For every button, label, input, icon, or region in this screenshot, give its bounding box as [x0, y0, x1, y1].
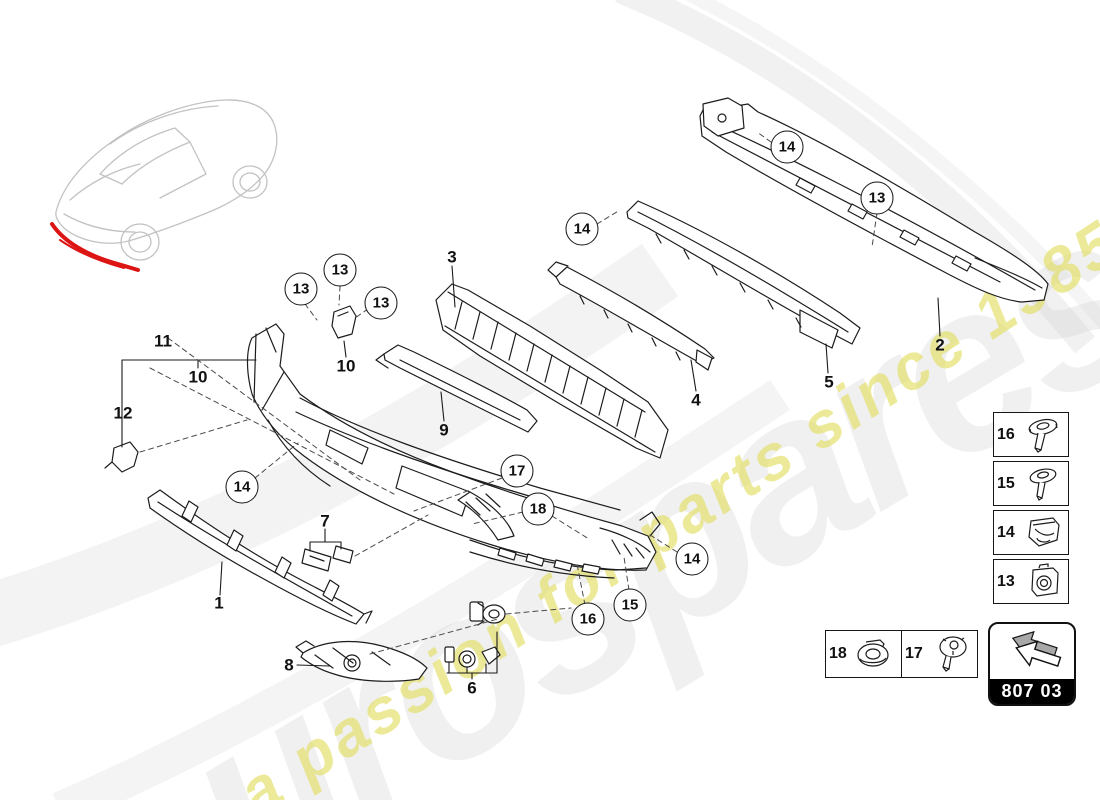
part-12-washer-cap[interactable] [104, 441, 139, 473]
callout-circle-13-d[interactable]: 13 [860, 181, 894, 215]
legend-item-15[interactable]: 15 [993, 461, 1069, 506]
callout-circle-14-b[interactable]: 14 [565, 212, 599, 246]
part-7-mounting-plates[interactable] [301, 545, 354, 572]
part-5-grille-support[interactable] [626, 200, 861, 349]
callout-circle-15[interactable]: 15 [613, 588, 647, 622]
part-8-grille-trim[interactable] [295, 640, 428, 682]
legend-item-13[interactable]: 13 [993, 559, 1069, 604]
direction-arrow-icon [990, 624, 1074, 679]
legend-number: 15 [997, 474, 1015, 492]
speed-nut-clip-icon [1031, 562, 1059, 597]
part-6-pdc-sensor-kit[interactable] [444, 601, 506, 668]
dashed-lines [139, 131, 878, 655]
callout-circle-13-b[interactable]: 13 [323, 253, 357, 287]
legend-item-18[interactable]: 18 [826, 631, 901, 677]
callout-10-right[interactable]: 10 [336, 356, 356, 376]
part-3-impact-absorber[interactable] [435, 283, 669, 459]
callout-6[interactable]: 6 [467, 678, 477, 698]
flange-screw-icon [1028, 418, 1058, 453]
bumper-highlight [50, 222, 140, 272]
callout-circle-13-a[interactable]: 13 [284, 272, 318, 306]
spring-clip-icon [1028, 516, 1060, 547]
grommet-nut-icon [857, 639, 889, 667]
page-code: 807 03 [990, 679, 1074, 704]
callout-9[interactable]: 9 [439, 420, 449, 440]
part-9-support-strip[interactable] [375, 344, 538, 433]
washer-screw-icon [939, 636, 967, 672]
callout-circle-14-d[interactable]: 14 [675, 542, 709, 576]
part-14-bumper-cover[interactable] [246, 323, 661, 579]
flange-screw-icon [1029, 467, 1057, 501]
legend-number: 18 [829, 645, 847, 662]
callout-1[interactable]: 1 [214, 593, 224, 613]
callout-3[interactable]: 3 [447, 247, 457, 267]
callout-8[interactable]: 8 [284, 655, 294, 675]
callout-11[interactable]: 11 [154, 331, 172, 351]
part-4-grille-strip[interactable] [547, 261, 715, 371]
legend-number: 13 [997, 572, 1015, 590]
legend-number: 14 [997, 523, 1015, 541]
bumper-highlight-lower [59, 239, 125, 269]
part-1-front-spoiler[interactable] [147, 489, 373, 625]
legend-number: 16 [997, 425, 1015, 443]
page-code-badge: 807 03 [988, 622, 1076, 706]
legend-item-16[interactable]: 16 [993, 412, 1069, 457]
leader-lines [121, 265, 941, 680]
callout-circle-13-c[interactable]: 13 [364, 286, 398, 320]
callout-4[interactable]: 4 [691, 390, 701, 410]
vehicle-thumbnail [50, 99, 278, 272]
legend-item-17[interactable]: 17 [901, 631, 977, 677]
callout-5[interactable]: 5 [824, 372, 834, 392]
callout-circle-14-c[interactable]: 14 [225, 470, 259, 504]
legend-number: 17 [905, 645, 923, 662]
legend-item-14[interactable]: 14 [993, 510, 1069, 555]
callout-7[interactable]: 7 [320, 511, 330, 531]
callout-10-left[interactable]: 10 [188, 367, 208, 387]
callout-12[interactable]: 12 [113, 403, 133, 423]
callout-2[interactable]: 2 [935, 335, 945, 355]
callout-circle-17[interactable]: 17 [500, 454, 534, 488]
callout-circle-14-a[interactable]: 14 [770, 130, 804, 164]
callout-circle-18[interactable]: 18 [521, 492, 555, 526]
part-10-bracket[interactable] [331, 305, 357, 339]
callout-circle-16[interactable]: 16 [571, 602, 605, 636]
legend-bottom-row: 18 17 [825, 630, 978, 678]
